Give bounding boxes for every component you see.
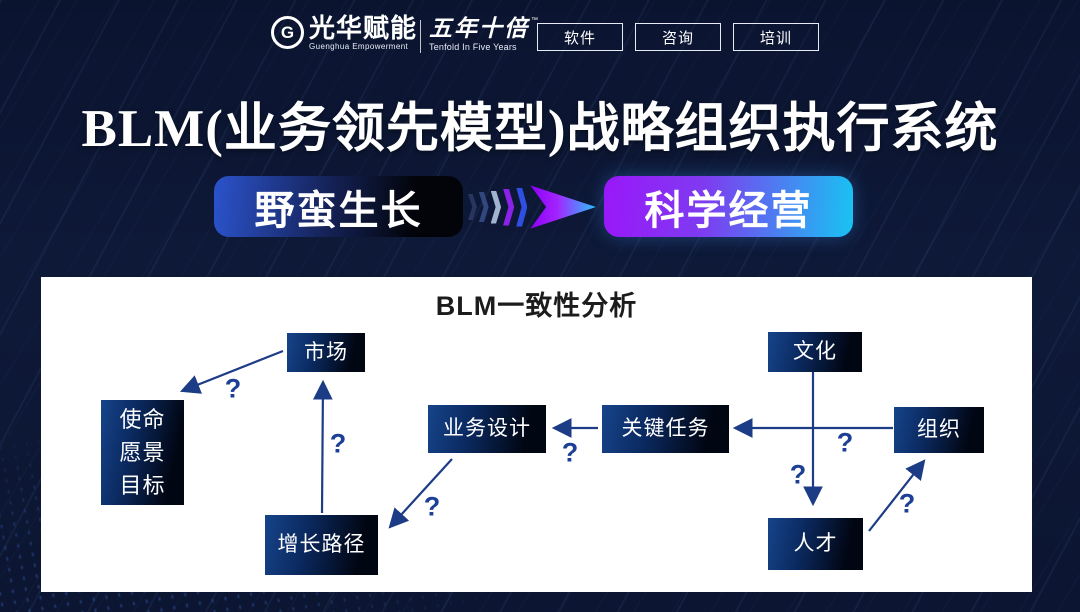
question-mark: ? [789,459,807,490]
diagram-node-talent: 人才 [768,518,863,570]
chevron-icon [516,187,528,227]
chevron-icon [490,190,502,224]
diagram-node-growth-path: 增长路径 [265,515,378,575]
diagram-arrows [179,349,926,532]
question-mark: ? [561,437,579,468]
logo-icon: G [271,16,304,49]
nav-bar: 软件 咨询 培训 [537,23,819,51]
question-mark: ? [329,428,347,459]
badge-wild-growth: 野蛮生长 [214,176,463,237]
nav-button-consulting[interactable]: 咨询 [635,23,721,51]
diagram-panel: BLM一致性分析 市场 使命 愿景 目标 业务设计 关键任务 增长路径 文化 组… [41,277,1032,592]
diagram-node-key-tasks: 关键任务 [602,405,729,453]
logo-divider [420,20,421,53]
trademark-symbol: ™ [531,17,538,24]
slogan-block: 五年十倍 ™ Tenfold In Five Years [429,16,538,52]
diagram-node-organization: 组织 [894,407,984,453]
diagram-node-business-design: 业务设计 [428,405,546,453]
slogan: 五年十倍 [429,15,529,41]
question-mark: ? [898,488,916,519]
slogan-en: Tenfold In Five Years [429,42,517,52]
diagram-node-market: 市场 [287,333,365,372]
brand-block: 光华赋能 Guenghua Empowerment [309,15,417,51]
brand-name-en: Guenghua Empowerment [309,42,409,51]
chevron-icon [478,192,489,222]
nav-button-software[interactable]: 软件 [537,23,623,51]
chevron-icon [468,194,477,220]
brand-name: 光华赋能 [309,13,418,43]
badge-scientific-operation: 科学经营 [604,176,853,237]
question-mark: ? [836,427,854,458]
diagram-node-mission-vision-goals: 使命 愿景 目标 [101,400,184,505]
question-mark: ? [423,491,441,522]
right-arrow-icon [530,185,596,229]
logo-letter: G [280,22,295,42]
page-title: BLM(业务领先模型)战略组织执行系统 [81,100,999,158]
diagram-title: BLM一致性分析 [435,291,638,321]
diagram-node-culture: 文化 [768,332,862,372]
transform-arrow-icon [468,183,596,231]
nav-button-training[interactable]: 培训 [733,23,819,51]
question-mark: ? [224,373,242,404]
chevron-icon [503,188,515,226]
